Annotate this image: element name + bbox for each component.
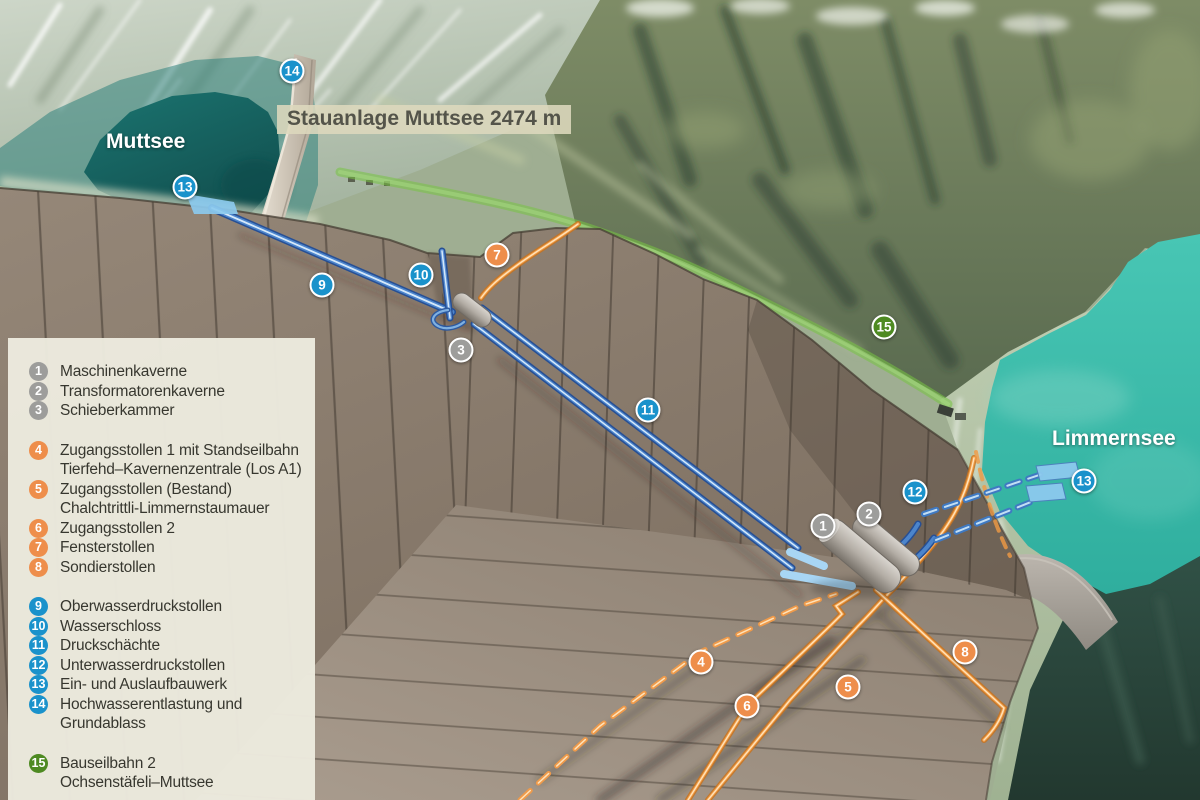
legend-bullet: 4 <box>29 440 48 460</box>
legend-item-label: Sondierstollen <box>60 558 156 576</box>
marker-4-zugangsstollen-1: 4 <box>688 649 714 675</box>
marker-3-schieberkammer: 3 <box>448 337 474 363</box>
pipe-wasserschloss <box>438 247 454 322</box>
marker-10-wasserschloss: 10 <box>408 262 434 288</box>
legend-item: 7 Fensterstollen <box>29 538 315 558</box>
marker-13-auslauf-muttsee: 13 <box>172 174 198 200</box>
pipe-unterwasserdruckstollen <box>921 471 1045 543</box>
legend-bullet: 15 <box>29 753 48 773</box>
legend-item-label: Fensterstollen <box>60 539 155 556</box>
pipe-druckschaechte <box>470 304 802 572</box>
legend-group-1: 1 Maschinenkaverne 2 Transformatorenkaverne… <box>29 362 315 421</box>
marker-15-bauseilbahn: 15 <box>871 314 897 340</box>
legend-item-label: Schieberkammer <box>60 402 175 419</box>
cableway-line <box>335 167 966 420</box>
marker-1-maschinenkaverne: 1 <box>810 513 836 539</box>
legend-item: 8 Sondierstollen <box>29 557 315 578</box>
legend-bullet: 5 <box>29 479 48 499</box>
marker-9-oberwasserdruckstollen: 9 <box>309 272 335 298</box>
legend-item-label: Zugangsstollen 2 <box>60 519 175 537</box>
limmernsee-label: Limmernsee <box>1052 427 1176 450</box>
pipe-sondierstollen <box>873 587 1008 743</box>
legend-item: 6 Zugangsstollen 2 <box>29 518 315 539</box>
legend-item: 2 Transformatorenkaverne <box>29 381 315 402</box>
legend-bullet: 12 <box>29 655 48 675</box>
pipe-junction <box>430 307 467 331</box>
pipe-fensterstollen <box>478 221 581 301</box>
legend-item-label: Unterwasserdruckstollen <box>60 656 226 674</box>
legend-item: 10 Wasserschloss <box>29 616 315 637</box>
pipe-oberwasserdruckstollen <box>208 204 456 316</box>
muttsee-intake <box>186 194 238 214</box>
legend-item: 3 Schieberkammer <box>29 401 315 421</box>
legend-item: 1 Maschinenkaverne <box>29 362 315 382</box>
legend-bullet: 2 <box>29 381 48 401</box>
legend-bullet: 10 <box>29 616 48 636</box>
legend-item-label: Oberwasserdruckstollen <box>60 598 222 615</box>
legend-panel: 1 Maschinenkaverne 2 Transformatorenkaverne… <box>8 338 315 800</box>
legend-bullet: 1 <box>29 362 48 381</box>
pipes-blue <box>208 204 856 590</box>
muttsee-label: Muttsee <box>106 130 186 153</box>
legend-bullet: 7 <box>29 538 48 557</box>
legend-item: 5 Zugangsstollen (Bestand)Chalchtrittli-L… <box>29 479 315 519</box>
marker-8-sondierstollen: 8 <box>952 639 978 665</box>
legend-bullet: 13 <box>29 675 48 694</box>
marker-13-einlauf-limmernsee: 13 <box>1071 468 1097 494</box>
marker-14-hochwasserentlastung: 14 <box>279 58 305 84</box>
legend-bullet: 9 <box>29 597 48 616</box>
marker-6-zugangsstollen-2: 6 <box>734 693 760 719</box>
legend-item-label: Zugangsstollen (Bestand)Chalchtrittli-Li… <box>60 480 270 518</box>
legend-item-label: Wasserschloss <box>60 617 162 635</box>
legend-item: 12 Unterwasserdruckstollen <box>29 655 315 676</box>
legend-bullet: 8 <box>29 557 48 577</box>
intake-structures <box>186 194 1081 503</box>
muttsee-lake <box>0 54 390 235</box>
marker-2-transformatorenkaverne: 2 <box>856 501 882 527</box>
legend-item-label: Ein- und Auslaufbauwerk <box>60 676 227 693</box>
legend-bullet: 14 <box>29 694 48 714</box>
legend-bullet: 6 <box>29 518 48 538</box>
legend-item-label: Druckschächte <box>60 637 160 654</box>
marker-12-unterwasserdruckstollen: 12 <box>902 479 928 505</box>
legend-bullet: 11 <box>29 636 48 655</box>
legend-item-label: Transformatorenkaverne <box>60 382 225 400</box>
legend-item: 9 Oberwasserdruckstollen <box>29 597 315 617</box>
limmernsee-intake-lower <box>1025 482 1067 503</box>
stauanlage-label: Stauanlage Muttsee 2474 m <box>277 105 572 134</box>
legend-item: 13 Ein- und Auslaufbauwerk <box>29 675 315 695</box>
legend-bullet: 3 <box>29 401 48 420</box>
marker-11-druckschaechte: 11 <box>635 397 661 423</box>
marker-7-fensterstollen: 7 <box>484 242 510 268</box>
legend-item-label: Maschinenkaverne <box>60 363 187 380</box>
cavern-structures <box>452 292 920 598</box>
marker-5-zugangsstollen-bestand: 5 <box>835 674 861 700</box>
legend-item: 11 Druckschächte <box>29 636 315 656</box>
pipe-zugangsstollen-2 <box>685 589 861 800</box>
schieberkammer-cylinder <box>452 292 492 328</box>
